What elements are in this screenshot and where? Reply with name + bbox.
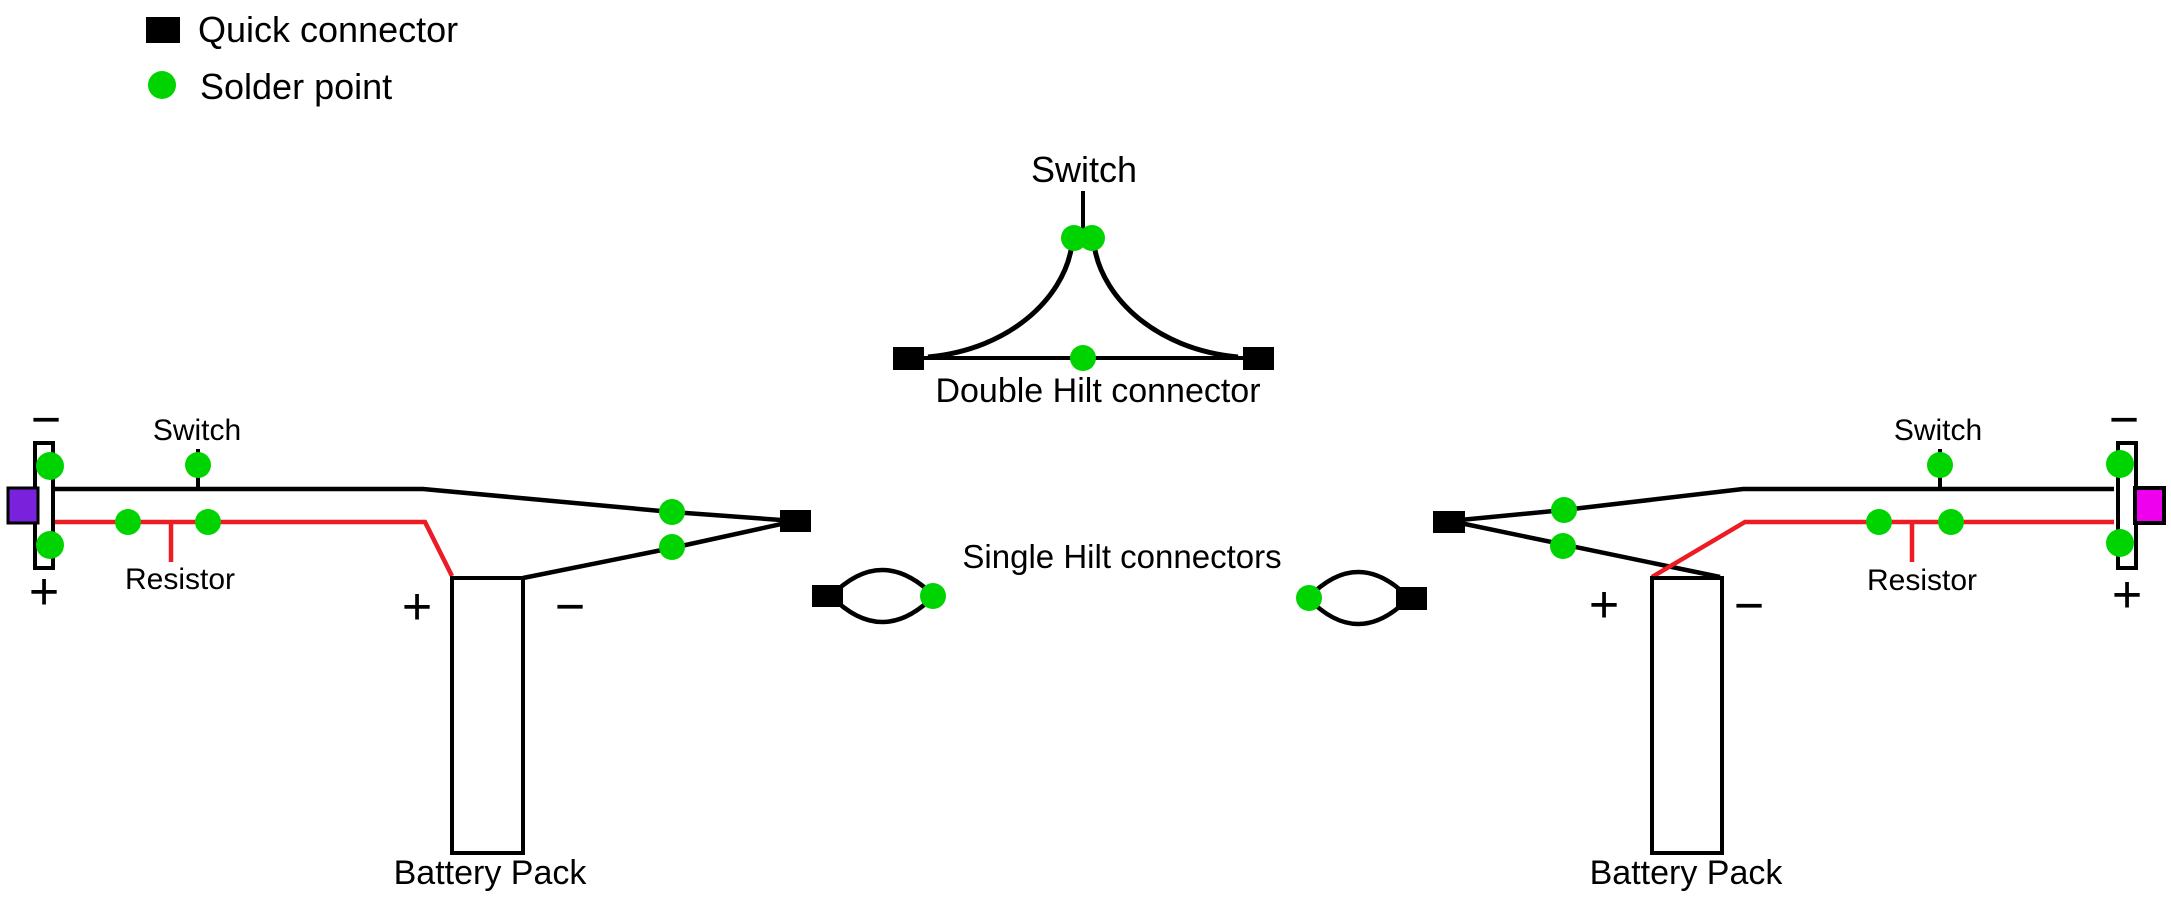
right-single-hilt-quick-connector [1396, 587, 1427, 610]
left-resistor-solder-point-1 [115, 509, 141, 535]
right-lens-bottom-wire [1306, 596, 1411, 627]
right-battery-plus-sign: + [1589, 576, 1619, 634]
right-black-wire [1459, 486, 2114, 523]
legend-quick-connector-label: Quick connector [198, 9, 458, 50]
left-led [6, 486, 40, 525]
right-junction-solder-point-top [1551, 497, 1577, 523]
right-battery-negative-wire [1459, 520, 1721, 580]
right-battery-minus-sign: − [1734, 577, 1764, 635]
left-lens-top-wire [829, 567, 936, 598]
double-hilt-right-wire [1092, 249, 1239, 360]
top-switch-label: Switch [1031, 149, 1137, 190]
right-circuit: Switch Resistor + − Battery Pack − + [1433, 391, 2166, 892]
right-resistor-label: Resistor [1867, 564, 1977, 597]
left-battery-minus-sign: − [555, 578, 585, 636]
left-led-top-solder-point [36, 452, 64, 480]
left-black-wire [53, 486, 796, 524]
left-lens-bottom-wire [829, 594, 936, 625]
right-resistor-solder-point-1 [1866, 509, 1892, 535]
right-quick-connector [1433, 511, 1465, 533]
top-switch-solder-point-right [1079, 225, 1105, 251]
left-battery-negative-wire [522, 518, 796, 581]
left-led-minus-sign: − [31, 391, 61, 449]
right-battery-pack [1650, 576, 1724, 855]
left-single-hilt-quick-connector [812, 585, 843, 607]
legend: Quick connector Solder point [146, 9, 458, 107]
left-battery-pack [450, 576, 525, 855]
left-led-plus-sign: + [29, 563, 59, 621]
right-led-top-solder-point [2106, 450, 2134, 478]
left-switch-solder-point [185, 452, 211, 478]
right-led-plus-sign: + [2112, 566, 2142, 624]
double-hilt-right-quick-connector [1243, 347, 1274, 370]
left-resistor-solder-point-2 [195, 509, 221, 535]
right-led [2133, 486, 2166, 525]
right-switch-solder-point [1927, 452, 1953, 478]
right-lens-top-wire [1306, 569, 1411, 600]
quick-connector-swatch-icon [146, 17, 180, 43]
right-junction-solder-point-bottom [1550, 533, 1576, 559]
left-red-wire [53, 519, 455, 578]
double-hilt-left-quick-connector [893, 347, 924, 370]
left-circuit: − + Switch Resistor + − Battery Pack [6, 391, 811, 892]
left-led-bottom-solder-point [36, 531, 64, 559]
single-hilt-connectors-label: Single Hilt connectors [962, 538, 1281, 575]
double-hilt-assembly: Switch Double Hilt connector [893, 149, 1274, 410]
left-junction-solder-point-top [659, 499, 685, 525]
left-quick-connector [780, 510, 811, 532]
top-switch-solder-point-left [1061, 225, 1087, 251]
right-led-bottom-solder-point [2106, 529, 2134, 557]
right-red-wire [1650, 519, 2114, 579]
right-single-hilt-solder-point [1296, 585, 1322, 611]
double-hilt-left-wire [927, 249, 1074, 360]
right-resistor-solder-point-2 [1938, 509, 1964, 535]
double-hilt-connector-label: Double Hilt connector [935, 372, 1260, 410]
left-junction-solder-point-bottom [659, 534, 685, 560]
double-hilt-center-solder-point [1070, 345, 1096, 371]
single-hilt-connectors: Single Hilt connectors [812, 538, 1427, 627]
legend-solder-point-label: Solder point [200, 66, 392, 107]
solder-point-swatch-icon [148, 71, 176, 99]
left-single-hilt-solder-point [920, 583, 946, 609]
left-battery-pack-label: Battery Pack [394, 854, 588, 892]
right-led-minus-sign: − [2109, 391, 2139, 449]
left-resistor-label: Resistor [125, 563, 235, 596]
left-switch-label: Switch [153, 414, 241, 447]
right-battery-pack-label: Battery Pack [1590, 854, 1784, 892]
left-battery-plus-sign: + [402, 578, 432, 636]
right-switch-label: Switch [1894, 414, 1982, 447]
